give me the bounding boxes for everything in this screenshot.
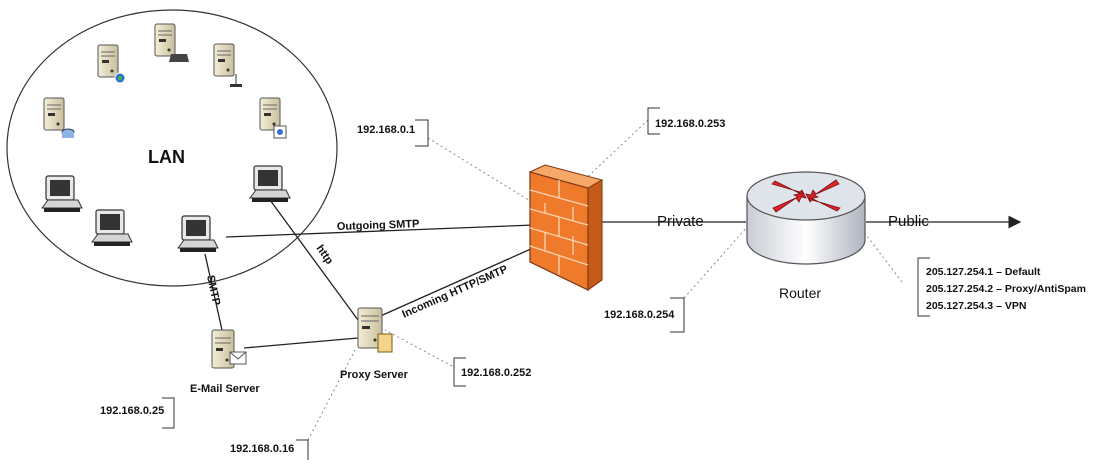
public-ip-1: 205.127.254.1 – Default bbox=[926, 266, 1041, 278]
email-server-label: E-Mail Server bbox=[190, 383, 260, 395]
lan-boundary bbox=[6, 9, 338, 287]
callout-leaders bbox=[307, 119, 903, 441]
svg-text:192.168.0.1: 192.168.0.1 bbox=[357, 124, 415, 136]
lan-mail-client-server[interactable] bbox=[259, 97, 287, 139]
public-label: Public bbox=[888, 213, 929, 230]
proxy-server-label: Proxy Server bbox=[340, 369, 409, 381]
outgoing-smtp-label: Outgoing SMTP bbox=[337, 218, 420, 233]
public-ip-3: 205.127.254.3 – VPN bbox=[926, 300, 1026, 312]
svg-text:192.168.0.253: 192.168.0.253 bbox=[655, 118, 725, 130]
svg-text:192.168.0.252: 192.168.0.252 bbox=[461, 367, 531, 379]
lan-database-server[interactable] bbox=[43, 97, 75, 138]
link-smtp bbox=[204, 253, 223, 331]
callout-proxy-client-ip: 192.168.0.16 bbox=[230, 439, 309, 460]
link-http bbox=[269, 199, 359, 321]
svg-text:192.168.0.25: 192.168.0.25 bbox=[100, 405, 164, 417]
callout-lan-ip: 192.168.0.1 bbox=[357, 119, 429, 147]
callout-public-ips: 205.127.254.1 – Default 205.127.254.2 – … bbox=[917, 257, 1086, 317]
callout-fw-inner-ip: 192.168.0.254 bbox=[604, 297, 685, 333]
callout-proxy-ip: 192.168.0.252 bbox=[453, 357, 531, 387]
link-email-proxy bbox=[243, 337, 359, 349]
lan-web-server[interactable] bbox=[97, 44, 126, 84]
lan-network-server[interactable] bbox=[213, 43, 242, 87]
router[interactable] bbox=[746, 171, 866, 265]
svg-text:192.168.0.16: 192.168.0.16 bbox=[230, 443, 294, 455]
proxy-server[interactable] bbox=[357, 307, 393, 353]
link-outgoing-smtp bbox=[225, 223, 561, 238]
firewall[interactable] bbox=[528, 164, 604, 291]
incoming-label: Incoming HTTP/SMTP bbox=[400, 263, 509, 320]
lan-label: LAN bbox=[148, 147, 185, 167]
lan-print-server[interactable] bbox=[154, 23, 189, 62]
private-label: Private bbox=[657, 213, 704, 230]
link-incoming bbox=[375, 235, 561, 319]
email-server[interactable] bbox=[211, 329, 247, 369]
router-arrows-icon bbox=[771, 179, 841, 213]
router-label: Router bbox=[779, 285, 821, 301]
svg-text:192.168.0.254: 192.168.0.254 bbox=[604, 309, 675, 321]
callout-email-ip: 192.168.0.25 bbox=[100, 397, 175, 429]
public-ip-2: 205.127.254.2 – Proxy/AntiSpam bbox=[926, 283, 1086, 295]
callout-fw-outer-ip: 192.168.0.253 bbox=[647, 107, 725, 135]
